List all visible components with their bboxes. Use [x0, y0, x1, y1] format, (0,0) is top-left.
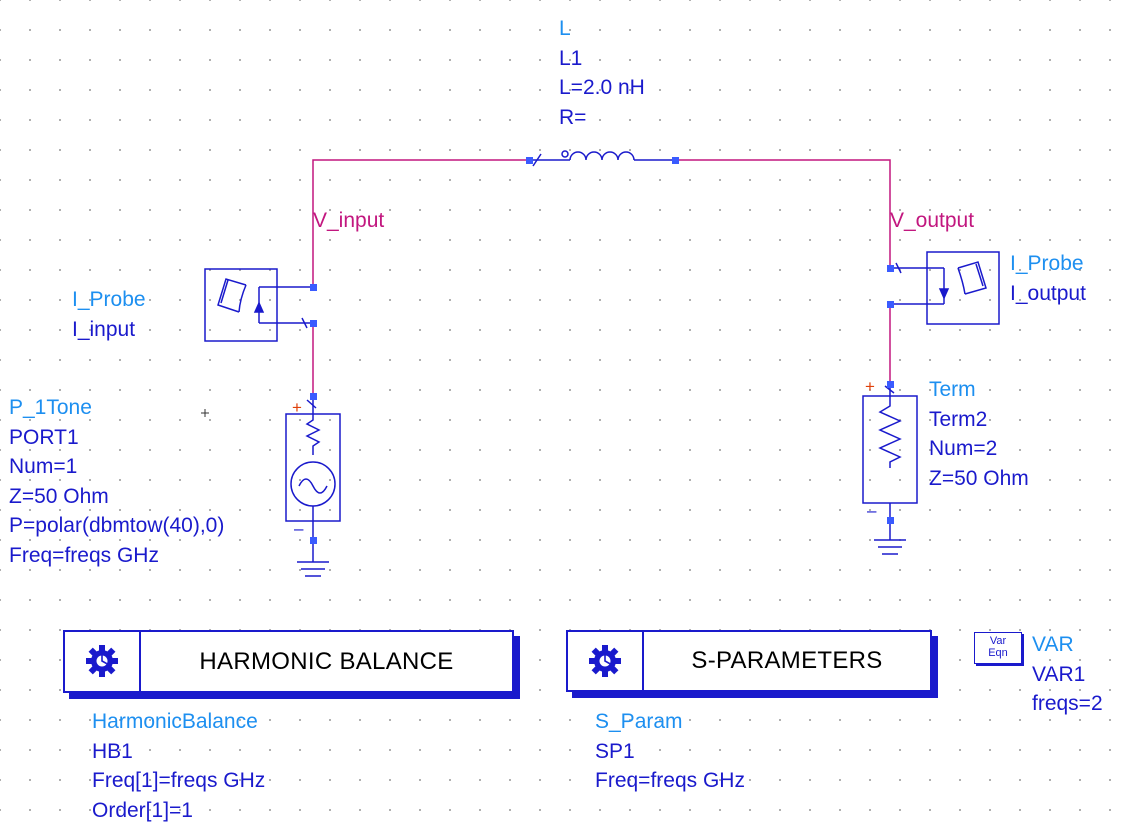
- term-num: Num=2: [929, 437, 998, 460]
- var-name: VAR1: [1032, 662, 1086, 686]
- pin: [887, 517, 894, 524]
- term-term2[interactable]: [862, 384, 918, 555]
- var-type: VAR: [1032, 633, 1074, 656]
- source-impedance: Z=50 Ohm: [9, 484, 109, 508]
- source-label: P_1Tone PORT1 Num=1 Z=50 Ohm P=polar(dbm…: [9, 393, 224, 570]
- pin: [887, 265, 894, 272]
- probe-output-type: I_Probe: [1010, 252, 1084, 275]
- var-eqn-icon[interactable]: Var Eqn: [974, 632, 1022, 664]
- pin: [310, 393, 317, 400]
- wire-output-top: [675, 159, 891, 268]
- inductor-resistance: R=: [559, 105, 587, 129]
- var-icon-bottom: Eqn: [988, 647, 1008, 659]
- source-frequency: Freq=freqs GHz: [9, 543, 159, 567]
- sp-name: SP1: [595, 739, 635, 763]
- harmonic-balance-controller[interactable]: HARMONIC BALANCE: [63, 630, 514, 693]
- term-plus-sign: +: [865, 377, 875, 396]
- cursor-crosshair: [201, 409, 209, 417]
- source-type: P_1Tone: [9, 396, 92, 419]
- node-label-output: V_output: [890, 209, 975, 232]
- hb-name: HB1: [92, 739, 133, 763]
- sp-gear-icon: [568, 632, 644, 690]
- source-plus-sign: +: [292, 398, 302, 417]
- var-expression: freqs=2: [1032, 692, 1103, 715]
- var-label: VAR VAR1 freqs=2: [1032, 630, 1103, 719]
- term-minus-sign: –: [867, 501, 877, 520]
- current-probe-output[interactable]: [890, 251, 1000, 325]
- source-num: Num=1: [9, 455, 78, 478]
- hb-title: HARMONIC BALANCE: [199, 647, 454, 675]
- source-minus-sign: –: [294, 519, 304, 538]
- pin: [887, 381, 894, 388]
- probe-input-name: I_input: [72, 317, 136, 341]
- node-label-input: V_input: [313, 209, 385, 232]
- wires: [312, 159, 891, 396]
- sp-label: S_Param SP1 Freq=freqs GHz: [595, 707, 745, 796]
- probe-output-label: I_Probe I_output: [1010, 249, 1086, 308]
- wire-input-top: [312, 159, 529, 287]
- term-impedance: Z=50 Ohm: [929, 466, 1029, 490]
- source-name: PORT1: [9, 425, 79, 449]
- term-name: Term2: [929, 407, 988, 431]
- term-type: Term: [929, 378, 976, 401]
- pin: [310, 320, 317, 327]
- sp-type: S_Param: [595, 710, 683, 733]
- pins: [310, 157, 894, 544]
- sp-title: S-PARAMETERS: [691, 647, 883, 674]
- hb-gear-icon: [65, 632, 141, 691]
- hb-type: HarmonicBalance: [92, 710, 258, 733]
- inductor-name: L1: [559, 46, 583, 70]
- source-power: P=polar(dbmtow(40),0): [9, 514, 225, 537]
- probe-input-label: I_Probe I_input: [72, 285, 146, 344]
- current-probe-input[interactable]: [204, 268, 313, 342]
- probe-input-type: I_Probe: [72, 288, 146, 311]
- pin: [526, 157, 533, 164]
- pin: [887, 301, 894, 308]
- hb-frequency: Freq[1]=freqs GHz: [92, 769, 266, 792]
- s-parameters-controller[interactable]: S-PARAMETERS: [566, 630, 932, 692]
- source-port1[interactable]: [285, 396, 341, 577]
- pin: [310, 284, 317, 291]
- var-icon-top: Var: [989, 635, 1007, 647]
- probe-output-name: I_output: [1010, 281, 1086, 305]
- term-label: Term Term2 Num=2 Z=50 Ohm: [929, 375, 1029, 493]
- hb-order: Order[1]=1: [92, 798, 193, 822]
- inductor-label: L L1 L=2.0 nH R=: [559, 14, 645, 132]
- pin: [310, 537, 317, 544]
- sp-frequency: Freq=freqs GHz: [595, 769, 745, 792]
- inductor-value: L=2.0 nH: [559, 76, 645, 99]
- hb-label: HarmonicBalance HB1 Freq[1]=freqs GHz Or…: [92, 707, 265, 825]
- inductor-type: L: [559, 17, 571, 40]
- pin: [672, 157, 679, 164]
- inductor-l1[interactable]: [529, 150, 675, 167]
